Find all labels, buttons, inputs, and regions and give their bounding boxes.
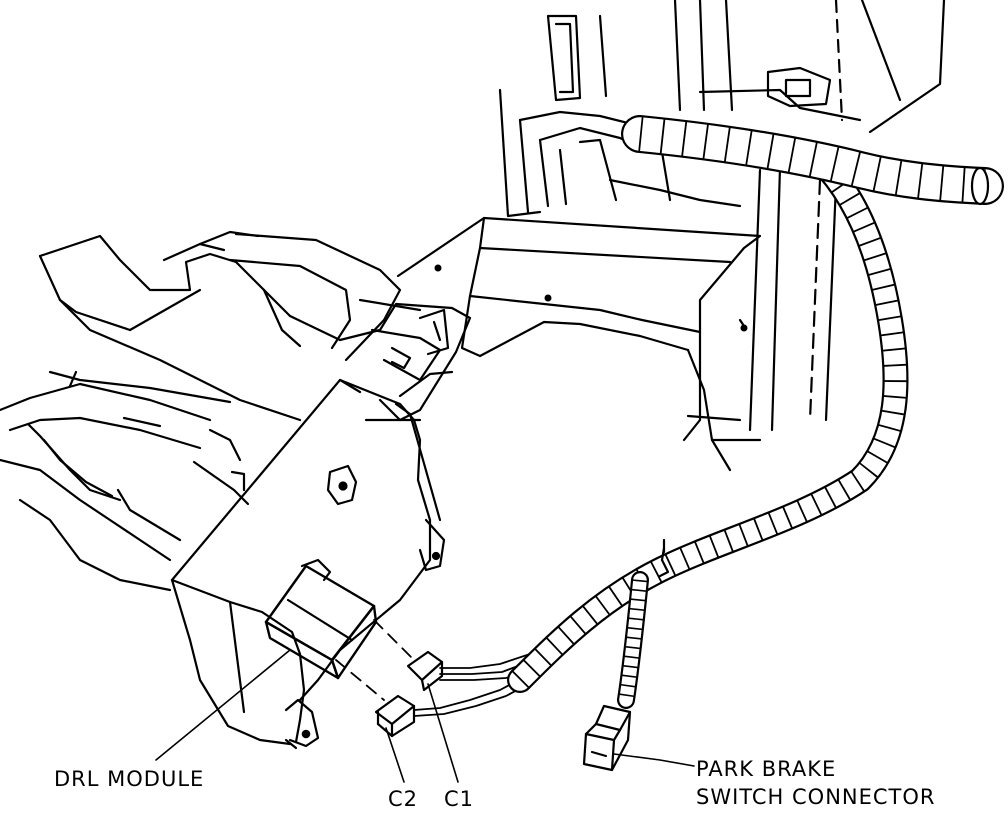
label-c1: C1	[444, 787, 474, 811]
upper-harness	[621, 115, 1004, 206]
label-drl-module: DRL MODULE	[54, 767, 204, 791]
connector-c1	[406, 650, 444, 692]
drl-module-box	[264, 564, 378, 680]
label-c2: C2	[388, 787, 418, 811]
label-park-brake-line2: SWITCH CONNECTOR	[696, 785, 936, 809]
leader-lines	[155, 649, 695, 783]
floor-tray	[396, 216, 762, 472]
drl-module-panel	[170, 378, 446, 750]
pillar-structure	[498, 0, 946, 432]
hvac-housing	[0, 230, 472, 592]
labels: DRL MODULE C2 C1 PARK BRAKE SWITCH CONNE…	[54, 757, 936, 811]
park-brake-switch-connector	[582, 704, 632, 772]
park-brake-harness	[617, 538, 670, 709]
label-park-brake-line1: PARK BRAKE	[696, 757, 836, 781]
alignment-lines	[335, 619, 423, 701]
main-harness	[507, 147, 909, 693]
connector-c2	[374, 694, 416, 738]
